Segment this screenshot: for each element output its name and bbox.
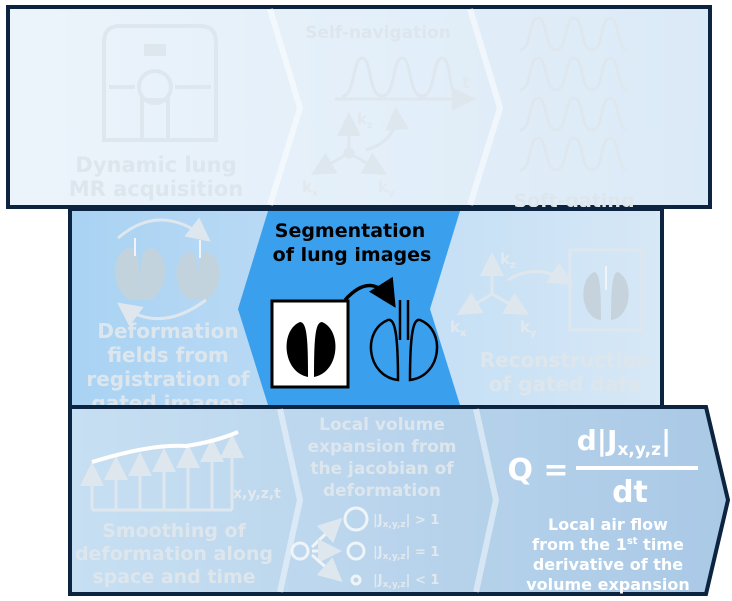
formula-q: Q = bbox=[507, 453, 568, 488]
smoothing-axis-label: x,y,z,t bbox=[233, 486, 281, 502]
self-navigation-signal bbox=[335, 56, 476, 111]
kspace-axes-icon bbox=[310, 106, 410, 175]
deformation-lungs-icon bbox=[115, 217, 220, 327]
panel-reconstruction-registration: Deformation fields from registration of … bbox=[68, 207, 664, 415]
soft-gating-label: Soft-gating bbox=[513, 190, 634, 212]
segmentation-label-line2: of lung images bbox=[273, 244, 432, 266]
kz-label: kz bbox=[357, 110, 373, 131]
airflow-label-line2: from the 1st time bbox=[532, 535, 684, 554]
reconstruction-label-line2: of gated data bbox=[489, 372, 642, 396]
recon-kz-label: kz bbox=[500, 250, 516, 271]
self-navigation-title: Self-navigation bbox=[305, 23, 451, 43]
airflow-label-line3: derivative of the bbox=[533, 555, 683, 574]
airflow-label-line1: Local air flow bbox=[548, 515, 668, 534]
soft-gating-waves bbox=[519, 16, 629, 172]
reconstructed-lung-image-icon bbox=[568, 248, 644, 332]
panel-acquisition-gating: Dynamic lung MR acquisition Self-navigat… bbox=[6, 5, 712, 212]
kx-label: kx bbox=[302, 178, 319, 199]
formula-denominator: dt bbox=[612, 475, 648, 510]
smoothing-label-line2: deformation along bbox=[75, 543, 273, 565]
deformation-label-line3: registration of bbox=[86, 367, 250, 391]
ky-label: ky bbox=[378, 178, 395, 199]
time-axis-label: t bbox=[462, 73, 470, 93]
jacobian-branches-icon bbox=[290, 506, 369, 586]
deformation-label-line1: Deformation bbox=[97, 319, 238, 343]
segmentation-lungs-icon bbox=[270, 276, 439, 389]
panel-airflow-quantification: x,y,z,t Smoothing of deformation along s… bbox=[68, 405, 731, 596]
smoothing-label-line1: Smoothing of bbox=[102, 520, 247, 542]
volume-label-line1: Local volume bbox=[319, 415, 445, 435]
volume-label-line3: the jacobian of bbox=[310, 459, 454, 479]
volume-label-line2: expansion from bbox=[307, 437, 456, 457]
formula-numerator: d|Jx,y,z| bbox=[577, 424, 671, 460]
smoothing-label-line3: space and time bbox=[92, 566, 255, 588]
deformation-label-line2: fields from bbox=[107, 343, 229, 367]
volume-label-line4: deformation bbox=[323, 481, 441, 501]
acquisition-label-line1: Dynamic lung bbox=[75, 153, 236, 177]
reconstruction-label-line1: Reconstruction bbox=[480, 348, 651, 372]
airflow-label-line4: volume expansion bbox=[526, 575, 690, 594]
recon-kx-label: kx bbox=[450, 318, 467, 339]
segmentation-label-line1: Segmentation bbox=[275, 220, 425, 242]
smoothing-arrows-icon bbox=[80, 430, 244, 512]
recon-ky-label: ky bbox=[520, 318, 537, 339]
acquisition-label-line2: MR acquisition bbox=[69, 177, 244, 201]
mr-scanner-icon bbox=[102, 24, 218, 142]
reconstruction-kspace-icon bbox=[456, 252, 574, 316]
